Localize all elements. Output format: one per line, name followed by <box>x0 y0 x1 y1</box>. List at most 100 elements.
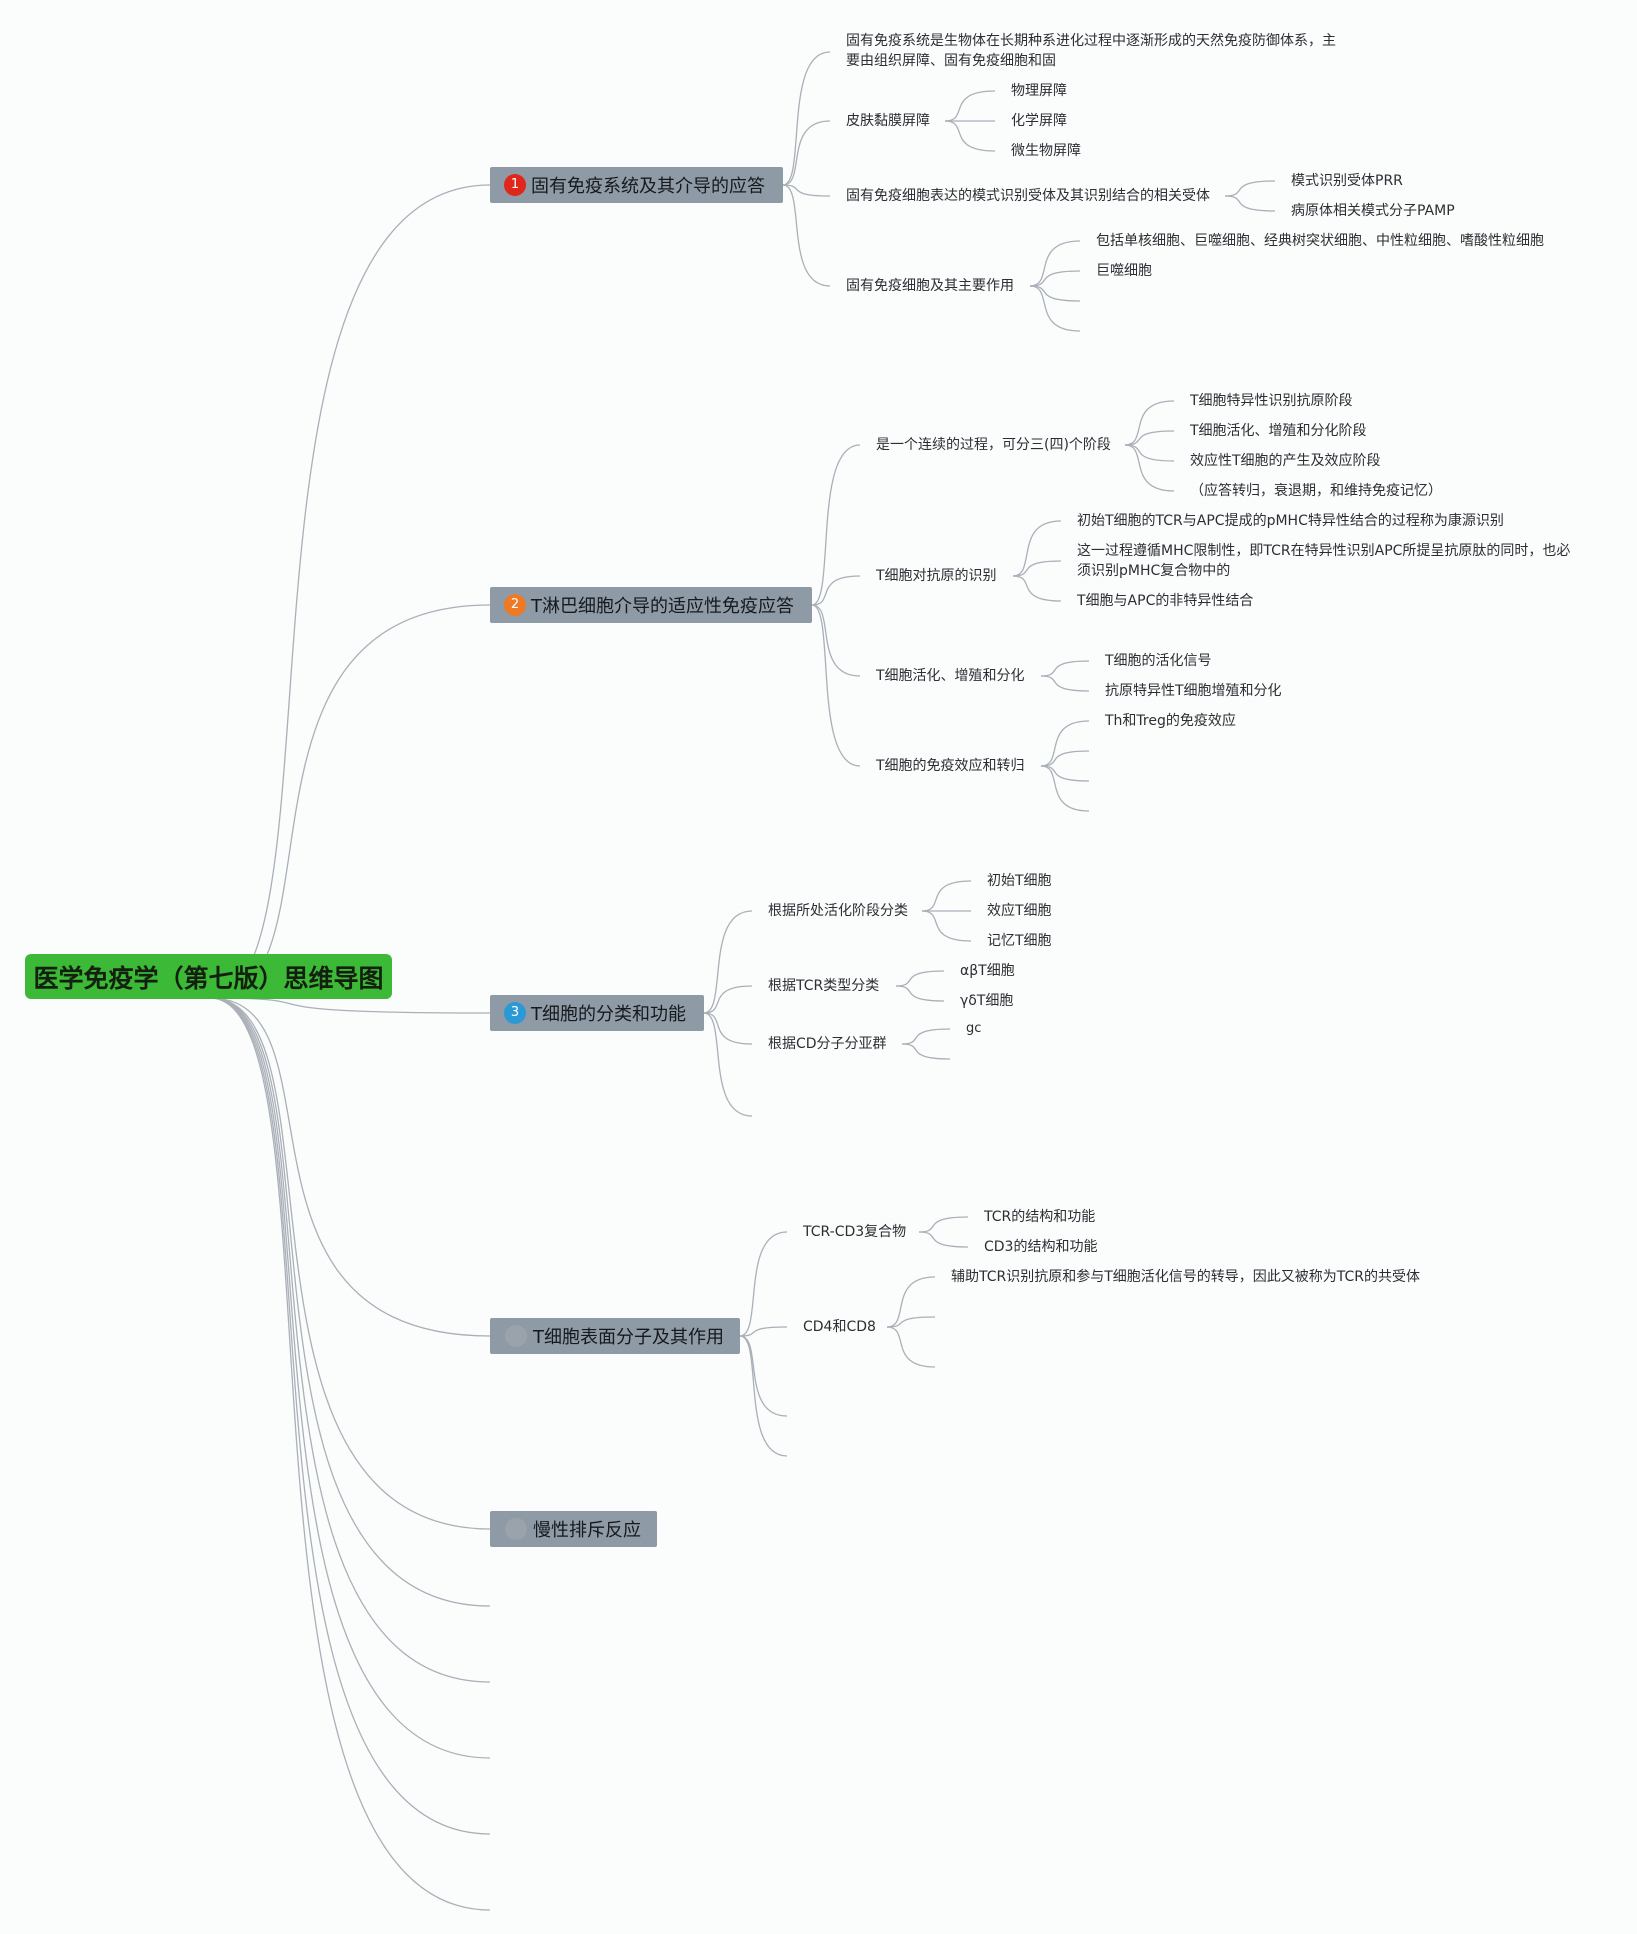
node-mhc-restriction[interactable]: 这一过程遵循MHC限制性，即TCR在特异性识别APC所提呈抗原肽的同时，也必须识… <box>1077 543 1571 579</box>
branch1-connector <box>782 51 831 186</box>
branch-label: T细胞表面分子及其作用 <box>533 1327 724 1348</box>
leaf-connector <box>886 1326 936 1368</box>
leaf-connector <box>921 880 972 912</box>
branch2-connector <box>811 604 861 767</box>
leaf-connector <box>1124 400 1175 446</box>
branch2-connector <box>811 604 861 677</box>
node-cd4-cd8[interactable]: CD4和CD8 <box>803 1319 876 1335</box>
leaf-connector <box>901 1043 951 1060</box>
node-by-activation-stage[interactable]: 根据所处活化阶段分类 <box>768 903 908 919</box>
number-badge-icon <box>505 1518 527 1540</box>
root-connector <box>209 997 491 1530</box>
node-th-treg[interactable]: Th和Treg的免疫效应 <box>1105 713 1236 729</box>
branch-label: 固有免疫系统及其介导的应答 <box>531 176 765 197</box>
root-connector <box>209 997 491 1835</box>
branch-label: T淋巴细胞介导的适应性免疫应答 <box>531 596 794 617</box>
node-macrophage[interactable]: 巨噬细胞 <box>1096 263 1152 279</box>
number-badge-icon: 1 <box>504 174 526 196</box>
node-by-cd-subset[interactable]: 根据CD分子分亚群 <box>768 1036 887 1052</box>
branch-innate-immunity[interactable]: 1 固有免疫系统及其介导的应答 <box>490 167 783 203</box>
branch2-connector <box>811 575 861 606</box>
node-pamp[interactable]: 病原体相关模式分子PAMP <box>1291 203 1455 219</box>
node-tcr-structure[interactable]: TCR的结构和功能 <box>984 1209 1096 1225</box>
leaf-connector <box>1040 765 1090 782</box>
leaf-connector <box>1029 285 1081 302</box>
node-skin-mucosa-barrier[interactable]: 皮肤黏膜屏障 <box>846 113 930 129</box>
branch2-connector <box>811 444 861 606</box>
root-topic[interactable]: 医学免疫学（第七版）思维导图 <box>25 954 392 999</box>
branch-t-cell-surface-molecules[interactable]: T细胞表面分子及其作用 <box>490 1318 740 1354</box>
branch4-connector <box>739 1231 788 1337</box>
node-nonspecific-binding[interactable]: T细胞与APC的非特异性结合 <box>1077 593 1254 609</box>
leaf-connector <box>918 1216 969 1233</box>
leaf-connector <box>1040 720 1090 767</box>
node-prr[interactable]: 模式识别受体PRR <box>1291 173 1403 189</box>
node-three-stages[interactable]: 是一个连续的过程，可分三(四)个阶段 <box>876 437 1111 453</box>
branch3-connector <box>703 985 753 1014</box>
leaf-connector <box>1040 660 1090 677</box>
leaf-connector <box>895 970 945 987</box>
node-tcr-cd3-complex[interactable]: TCR-CD3复合物 <box>803 1224 907 1240</box>
node-microbial-barrier[interactable]: 微生物屏障 <box>1011 143 1081 159</box>
root-topic-label: 医学免疫学（第七版）思维导图 <box>33 963 384 993</box>
root-connector <box>209 604 491 999</box>
node-stage-effector[interactable]: 效应性T细胞的产生及效应阶段 <box>1190 453 1381 469</box>
branch3-connector <box>703 1012 753 1045</box>
node-alpha-beta-t[interactable]: αβT细胞 <box>960 963 1015 979</box>
node-cell-types[interactable]: 包括单核细胞、巨噬细胞、经典树突状细胞、中性粒细胞、嗜酸性粒细胞 <box>1096 233 1544 249</box>
leaf-connector <box>1224 195 1276 212</box>
branch-t-cell-adaptive-response[interactable]: 2 T淋巴细胞介导的适应性免疫应答 <box>490 587 812 623</box>
leaf-connector <box>1224 180 1276 197</box>
leaf-connector <box>901 1028 951 1045</box>
node-physical-barrier[interactable]: 物理屏障 <box>1011 83 1067 99</box>
root-connector <box>209 997 491 1683</box>
number-badge-icon: 2 <box>504 594 526 616</box>
node-stage-activation[interactable]: T细胞活化、增殖和分化阶段 <box>1190 423 1367 439</box>
node-specific-proliferation[interactable]: 抗原特异性T细胞增殖和分化 <box>1105 683 1282 699</box>
node-coreceptor[interactable]: 辅助TCR识别抗原和参与T细胞活化信号的转导，因此又被称为TCR的共受体 <box>951 1269 1421 1285</box>
branch3-connector <box>703 910 753 1014</box>
node-effector-t[interactable]: 效应T细胞 <box>987 903 1052 919</box>
node-memory-t[interactable]: 记忆T细胞 <box>987 933 1052 949</box>
node-stage-outcome[interactable]: （应答转归，衰退期，和维持免疫记忆） <box>1190 483 1442 499</box>
branch1-connector <box>782 120 831 186</box>
node-stage-recognition[interactable]: T细胞特异性识别抗原阶段 <box>1190 393 1353 409</box>
number-badge-icon: 3 <box>504 1002 526 1024</box>
leaf-connector <box>1029 270 1081 287</box>
branch3-connector <box>703 1012 753 1117</box>
leaf-connector <box>1012 560 1062 577</box>
leaf-connector <box>1124 444 1175 492</box>
leaf-connector <box>921 910 972 942</box>
node-chemical-barrier[interactable]: 化学屏障 <box>1011 113 1067 129</box>
node-pattern-recognition[interactable]: 固有免疫细胞表达的模式识别受体及其识别结合的相关受体 <box>846 188 1210 204</box>
leaf-connector <box>1040 750 1090 767</box>
root-connector <box>209 184 491 999</box>
leaf-connector <box>886 1276 936 1328</box>
branch1-connector <box>782 184 831 287</box>
node-innate-cells[interactable]: 固有免疫细胞及其主要作用 <box>846 278 1014 294</box>
node-innate-definition[interactable]: 固有免疫系统是生物体在长期种系进化过程中逐渐形成的天然免疫防御体系，主要由组织屏… <box>846 33 1336 69</box>
node-antigen-recognition[interactable]: T细胞对抗原的识别 <box>876 568 997 584</box>
node-naive-t[interactable]: 初始T细胞 <box>987 873 1052 889</box>
leaf-connector <box>1029 240 1081 287</box>
node-effect-outcome[interactable]: T细胞的免疫效应和转归 <box>876 758 1025 774</box>
node-gamma-delta-t[interactable]: γδT细胞 <box>960 993 1014 1009</box>
branch-label: T细胞的分类和功能 <box>531 1004 686 1025</box>
node-activation-proliferation[interactable]: T细胞活化、增殖和分化 <box>876 668 1025 684</box>
branch-chronic-rejection[interactable]: 慢性排斥反应 <box>490 1511 657 1547</box>
node-tcr-pmhc[interactable]: 初始T细胞的TCR与APC提成的pMHC特异性结合的过程称为康源识别 <box>1077 513 1504 529</box>
node-by-tcr-type[interactable]: 根据TCR类型分类 <box>768 978 880 994</box>
branch1-connector <box>782 184 831 197</box>
leaf-connector <box>1124 430 1175 446</box>
branch4-connector <box>739 1335 788 1457</box>
node-cd3-structure[interactable]: CD3的结构和功能 <box>984 1239 1098 1255</box>
leaf-connector <box>886 1316 936 1328</box>
branch4-connector <box>739 1326 788 1337</box>
root-connector <box>209 997 491 1607</box>
branch-t-cell-classification[interactable]: 3 T细胞的分类和功能 <box>490 995 704 1031</box>
root-connector <box>209 997 491 1014</box>
node-gc[interactable]: gc <box>966 1021 982 1036</box>
node-activation-signal[interactable]: T细胞的活化信号 <box>1105 653 1212 669</box>
